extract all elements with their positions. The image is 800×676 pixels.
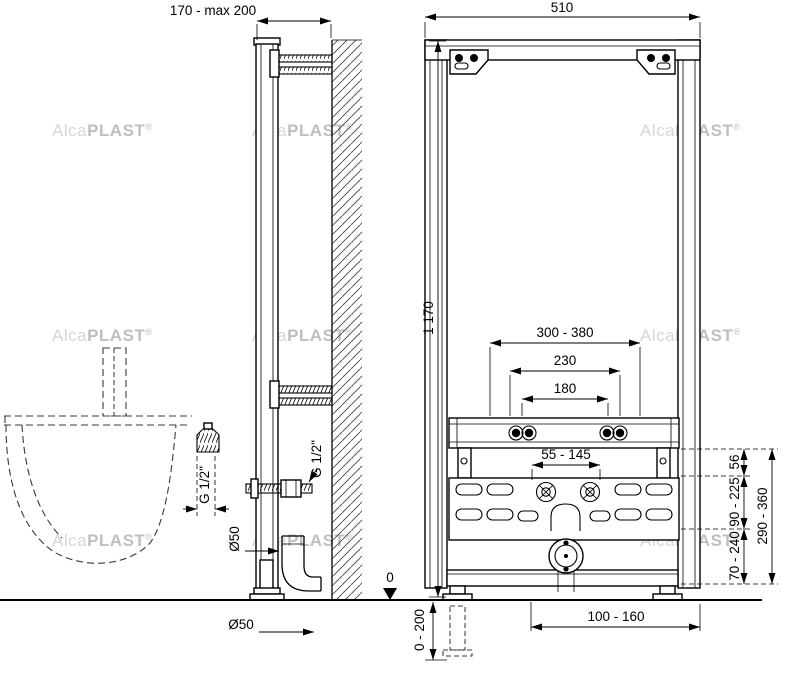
right-corner-bracket (636, 49, 676, 75)
frame-post (253, 37, 281, 595)
svg-text:180: 180 (554, 381, 577, 396)
zero-triangle-icon (383, 588, 397, 600)
drain-elbow (281, 535, 322, 592)
dim-bolt-span-range: 300 - 380 (489, 325, 641, 416)
foot-extension-dashed (449, 605, 466, 651)
zero-label: 0 (386, 570, 394, 585)
label-drain-dia-bottom: Ø50 (228, 617, 314, 636)
svg-text:100 - 160: 100 - 160 (587, 609, 644, 624)
water-connection-pipe (245, 478, 313, 499)
dim-water-conn-span: 55 - 145 (531, 447, 601, 480)
drain-fitting (548, 538, 584, 592)
svg-text:0 - 200: 0 - 200 (412, 609, 427, 651)
mounting-rail (448, 417, 680, 479)
frame-outline (424, 39, 701, 657)
top-anchor-rods (269, 49, 333, 78)
svg-text:G 1/2": G 1/2" (309, 440, 324, 478)
water-connection-left (535, 481, 557, 503)
dim-drain-height: 70 - 240 (727, 531, 742, 581)
dim-wall-offset: 170 - max 200 (170, 3, 332, 40)
label-g-half-frame: G 1/2" (308, 440, 324, 483)
svg-text:55 - 145: 55 - 145 (541, 447, 591, 462)
bidet-mixer-fitting (196, 422, 220, 453)
rail-bolt (615, 428, 625, 438)
label-g-half-bidet: G 1/2" (183, 456, 229, 516)
dim-water-conn-height: 90 - 225 (727, 477, 742, 527)
rail-bolt (602, 428, 612, 438)
middle-anchor-rods (269, 380, 333, 409)
rail-bolt (524, 428, 534, 438)
water-connection-right (579, 481, 601, 503)
dim-wall-offset-label: 170 - max 200 (170, 3, 256, 18)
side-view: 170 - max 200 G 1/2" G 1/2" Ø50 Ø50 0 (4, 3, 447, 661)
svg-text:1 170: 1 170 (421, 301, 436, 335)
svg-text:G 1/2": G 1/2" (197, 466, 212, 504)
svg-text:Ø50: Ø50 (228, 617, 254, 632)
svg-text:510: 510 (551, 0, 574, 15)
post-foot (249, 559, 285, 601)
dim-56: 56 (727, 454, 742, 469)
dim-rail-height: 290 - 360 (755, 487, 770, 544)
watermark-logo: AlcaPLAST® (52, 531, 152, 550)
dim-foot-adjust: 0 - 200 (412, 602, 447, 661)
front-view: 510 1 170 300 - 380 230 180 (421, 0, 778, 657)
watermark-logo: AlcaPLAST® (52, 121, 152, 140)
svg-text:Ø50: Ø50 (227, 526, 242, 552)
left-corner-bracket (449, 49, 489, 75)
dim-frame-height: 1 170 (421, 40, 446, 598)
lower-panel (448, 477, 680, 541)
rail-bolt (511, 428, 521, 438)
bidet-outline (4, 347, 192, 564)
dim-drain-offset: 100 - 160 (530, 602, 701, 631)
watermark-logo: AlcaPLAST® (52, 326, 152, 345)
dim-bolt-span-mid: 230 (509, 353, 621, 416)
dim-bolt-span-inner: 180 (521, 381, 609, 416)
svg-text:230: 230 (554, 353, 577, 368)
dim-frame-width: 510 (424, 0, 701, 38)
svg-text:300 - 380: 300 - 380 (536, 325, 593, 340)
mixer-dashed-box (102, 347, 127, 417)
wall-hatch (332, 40, 362, 600)
zero-level-marker: 0 (383, 570, 397, 600)
label-drain-dia-side: Ø50 (227, 526, 279, 555)
right-side-dimensions: 56 90 - 225 70 - 240 290 - 360 (681, 448, 778, 585)
